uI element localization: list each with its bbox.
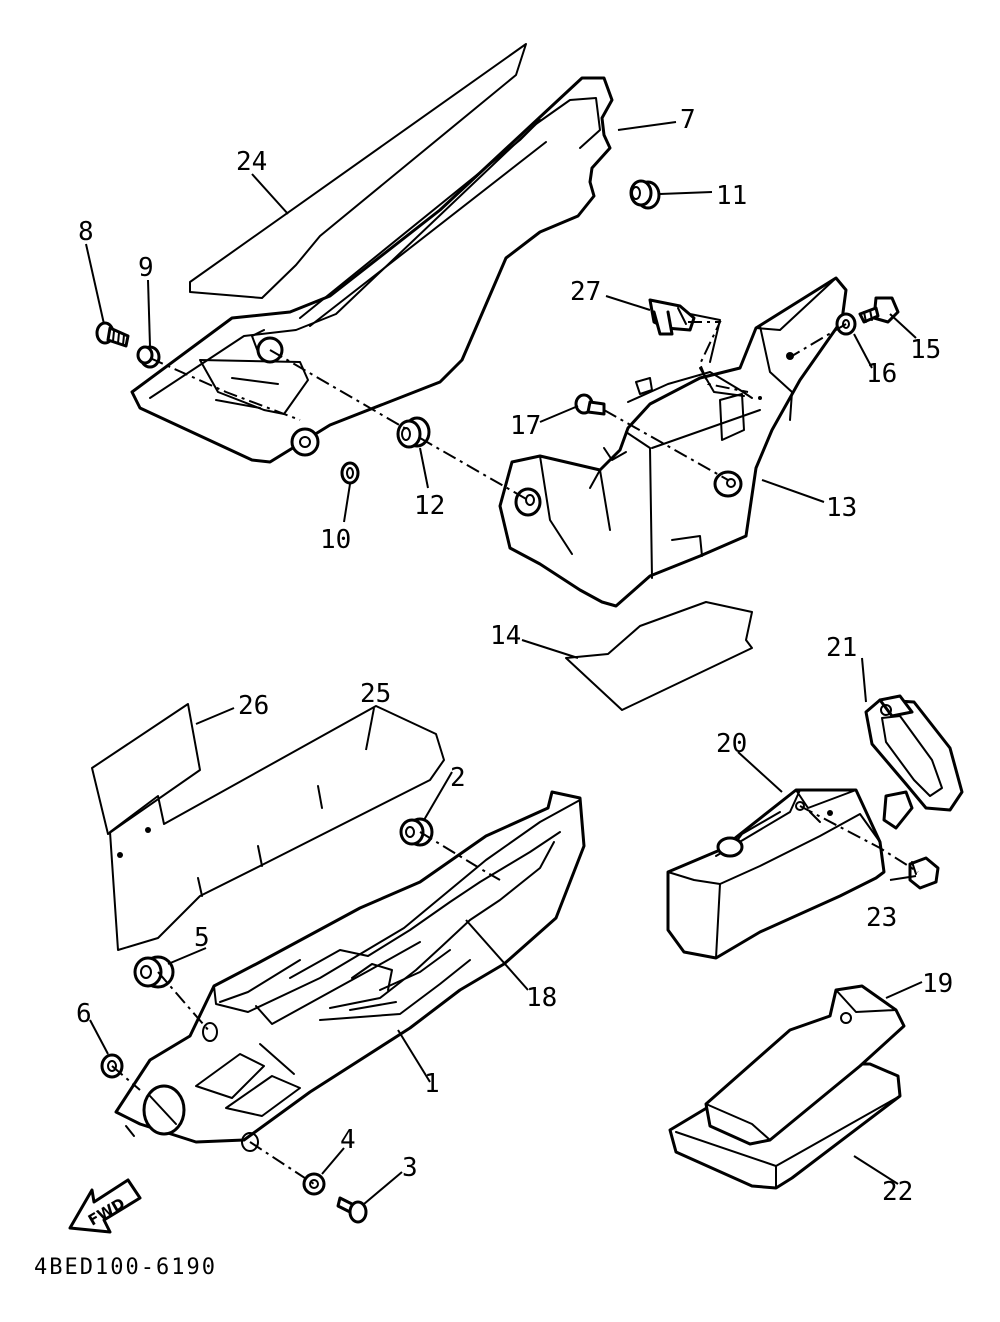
forward-direction-arrow: FWD <box>68 1178 142 1234</box>
callout-14: 14 <box>490 621 521 651</box>
callout-1: 1 <box>424 1069 440 1099</box>
callout-23: 23 <box>866 903 897 933</box>
part-27-clip <box>648 298 696 336</box>
assembly-lines <box>111 321 919 1185</box>
leader-lines <box>85 121 923 1205</box>
callout-20: 20 <box>716 729 747 759</box>
callout-9: 9 <box>138 253 154 283</box>
callout-27: 27 <box>570 277 601 307</box>
callout-3: 3 <box>402 1153 418 1183</box>
part-12-grommet <box>396 416 431 449</box>
callout-21: 21 <box>826 633 857 663</box>
part-23-bolt <box>908 856 940 890</box>
part-24-decal <box>189 43 527 299</box>
part-19-bag <box>704 984 906 1146</box>
callout-6: 6 <box>76 999 92 1029</box>
callout-15: 15 <box>910 335 941 365</box>
part-8-bolt <box>95 321 130 348</box>
part-11-grommet <box>629 179 661 210</box>
callout-11: 11 <box>716 181 747 211</box>
part-25-panel <box>109 705 445 951</box>
part-10-washer <box>340 461 360 485</box>
part-13-bracket <box>498 276 848 608</box>
callouts: 1 2 3 4 5 6 7 8 9 10 11 12 13 14 15 16 1… <box>76 105 953 1207</box>
callout-12: 12 <box>414 491 445 521</box>
callout-19: 19 <box>922 969 953 999</box>
part-9-collar <box>136 345 161 369</box>
callout-24: 24 <box>236 147 267 177</box>
callout-10: 10 <box>320 525 351 555</box>
part-2-grommet <box>399 817 434 847</box>
callout-2: 2 <box>450 763 466 793</box>
callout-8: 8 <box>78 217 94 247</box>
callout-22: 22 <box>882 1177 913 1207</box>
part-26-decal <box>91 703 201 835</box>
callout-16: 16 <box>866 359 897 389</box>
callout-25: 25 <box>360 679 391 709</box>
callout-17: 17 <box>510 411 541 441</box>
drawing-code: 4BED100-6190 <box>34 1255 217 1280</box>
part-7-side-cover <box>130 76 614 464</box>
callout-4: 4 <box>340 1125 356 1155</box>
callout-5: 5 <box>194 923 210 953</box>
callout-13: 13 <box>826 493 857 523</box>
part-17-bolt <box>574 393 606 416</box>
part-21-strap <box>864 694 964 830</box>
part-4-washer <box>302 1172 326 1196</box>
callout-18: 18 <box>526 983 557 1013</box>
part-3-bolt <box>336 1196 368 1224</box>
part-1-lower-cover <box>114 790 586 1152</box>
part-14-pad <box>565 601 753 711</box>
callout-7: 7 <box>680 105 696 135</box>
part-20-toolbox <box>666 788 886 960</box>
part-5-grommet <box>133 955 175 989</box>
part-18-graphic <box>289 831 561 1011</box>
part-15-bolt <box>858 296 900 324</box>
callout-26: 26 <box>238 691 269 721</box>
